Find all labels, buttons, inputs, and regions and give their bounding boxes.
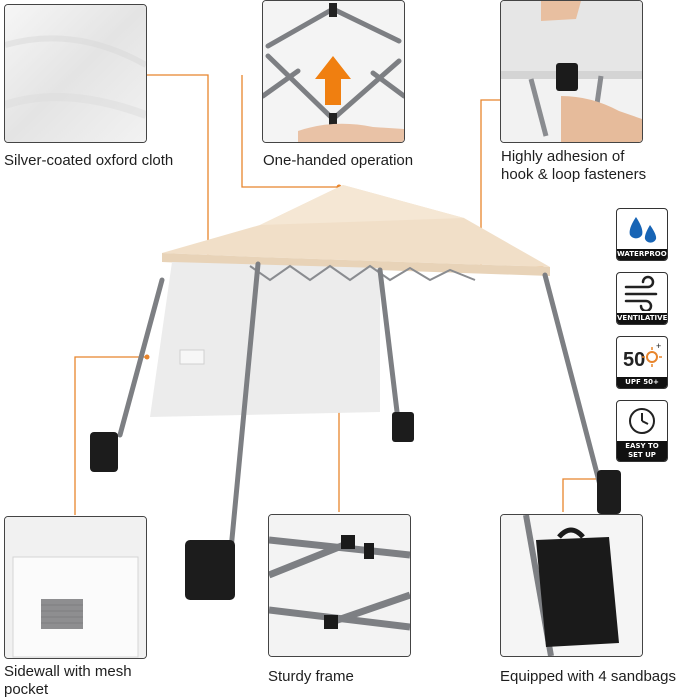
svg-text:50: 50 (623, 349, 645, 371)
callout-sidewall (74, 356, 147, 515)
sun-upf-icon: 50 + (623, 341, 662, 371)
fabric-closeup-photo (4, 4, 147, 143)
callout-operation (241, 75, 339, 188)
callout-sandbags (562, 478, 600, 512)
frame-label: Sturdy frame (268, 668, 354, 685)
sidewall-label-line1: Sidewall with mesh (4, 663, 132, 680)
sidewall-pocket-photo (4, 516, 147, 659)
fastener-photo (500, 0, 643, 143)
operation-photo (262, 0, 405, 143)
easy-setup-label: EASY TO SET UP (617, 441, 667, 461)
callout-cloth (147, 74, 209, 308)
up-arrow-icon (315, 56, 351, 105)
ventilative-badge: VENTILATIVE (616, 272, 668, 325)
sandbag-photo (500, 514, 643, 657)
ventilative-label: VENTILATIVE (617, 313, 668, 324)
clock-icon (629, 408, 655, 434)
operation-label: One-handed operation (263, 152, 414, 169)
upf-badge: 50 + UPF 50+ (616, 336, 668, 389)
wind-icon (624, 275, 658, 311)
cloth-label: Silver-coated oxford cloth (4, 152, 174, 169)
sidewall-label-line2: pocket (4, 681, 49, 698)
frame-joint-photo (268, 514, 411, 657)
svg-text:+: + (656, 341, 661, 351)
fasteners-label-line1: Highly adhesion of (501, 148, 625, 165)
water-drops-icon (629, 217, 657, 243)
waterproof-label: WATERPROOF (617, 249, 668, 260)
fasteners-label-line2: hook & loop fasteners (501, 166, 647, 183)
waterproof-badge: WATERPROOF (616, 208, 668, 261)
sandbags-label: Equipped with 4 sandbags (500, 668, 676, 685)
easy-setup-badge: EASY TO SET UP (616, 400, 668, 462)
upf-label: UPF 50+ (617, 377, 667, 388)
canopy-tent-photo (90, 185, 621, 600)
